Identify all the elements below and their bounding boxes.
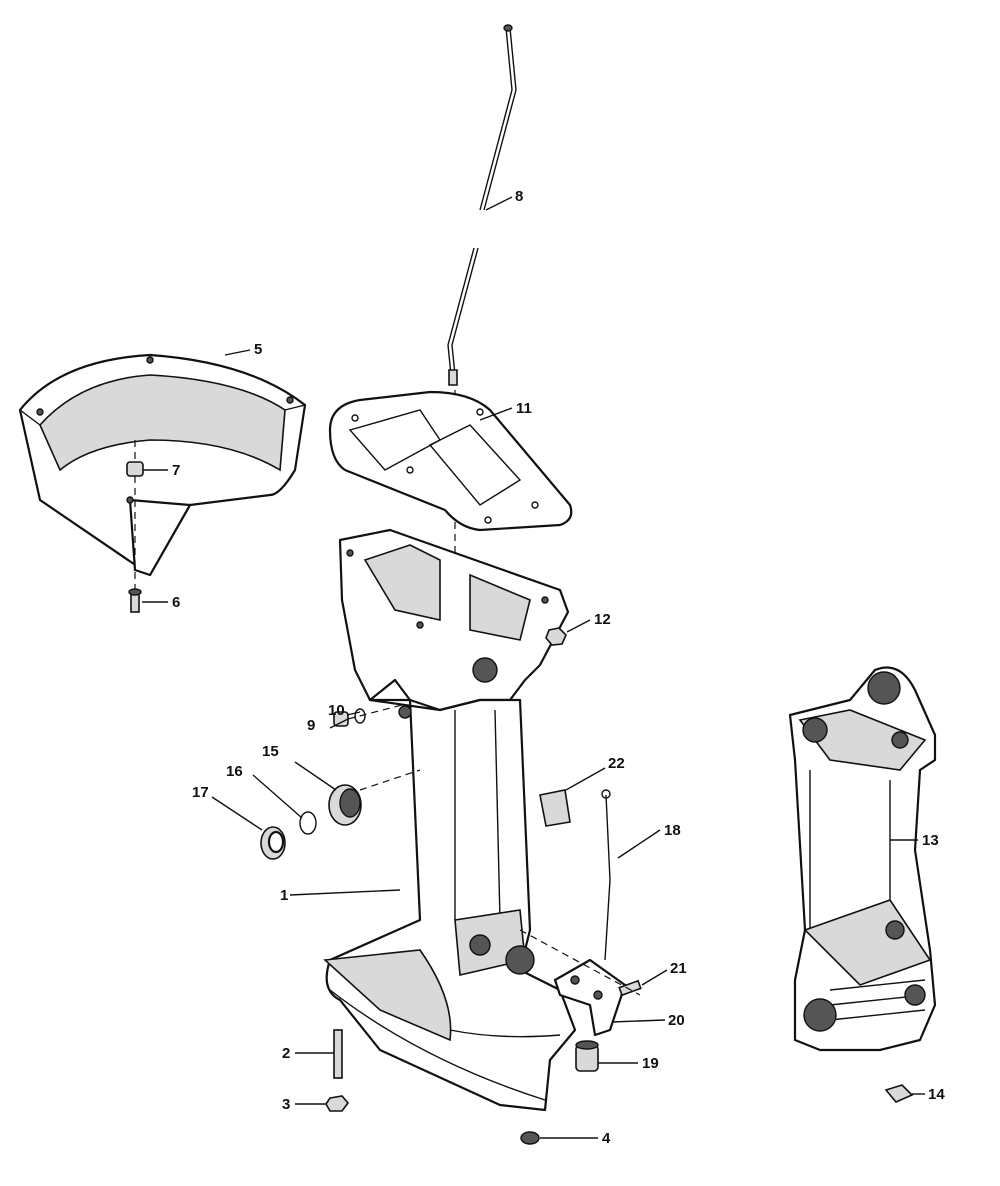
gasket: [328, 390, 573, 532]
callout-leaders: [142, 196, 925, 1139]
callout-6: 6: [172, 594, 180, 611]
shift-coupler: [575, 1040, 599, 1072]
callout-20: 20: [668, 1012, 685, 1029]
cowl-tray: [18, 353, 307, 577]
shift-rod: [447, 24, 517, 386]
callout-1: 1: [280, 887, 288, 904]
callout-12: 12: [594, 611, 611, 628]
housing-nut: [545, 627, 567, 646]
drain-plug: [333, 708, 366, 727]
callout-22: 22: [608, 755, 625, 772]
callout-9: 9: [307, 717, 315, 734]
callout-14: 14: [928, 1086, 945, 1103]
callout-11: 11: [516, 400, 532, 417]
callout-17: 17: [192, 784, 209, 801]
callout-8: 8: [515, 188, 523, 205]
bushing-assembly: [260, 784, 362, 860]
stud-nut: [325, 1095, 350, 1112]
callout-7: 7: [172, 462, 180, 479]
spring-clip: [539, 789, 571, 827]
tray-screw: [128, 588, 142, 613]
callout-16: 16: [226, 763, 243, 780]
callout-4: 4: [602, 1130, 611, 1147]
link-rod: [601, 789, 611, 961]
shift-bracket: [553, 958, 642, 1037]
callout-5: 5: [254, 341, 262, 358]
callout-18: 18: [664, 822, 681, 839]
callout-10: 10: [328, 702, 345, 719]
callout-19: 19: [642, 1055, 659, 1072]
tray-nut: [126, 461, 144, 477]
callout-2: 2: [282, 1045, 290, 1062]
stud: [333, 1029, 343, 1079]
bracket-clip: [884, 1084, 914, 1103]
callout-labels: 1 2 3 4 5 6 7 8 9 10 11 12 13 14 15 16 1…: [172, 188, 945, 1147]
callout-21: 21: [670, 960, 687, 977]
callout-15: 15: [262, 743, 279, 760]
swivel-bracket: [788, 666, 937, 1052]
housing-nut-lower: [520, 1131, 540, 1145]
callout-13: 13: [922, 832, 939, 849]
callout-3: 3: [282, 1096, 290, 1113]
driveshaft-housing: [323, 528, 577, 1112]
